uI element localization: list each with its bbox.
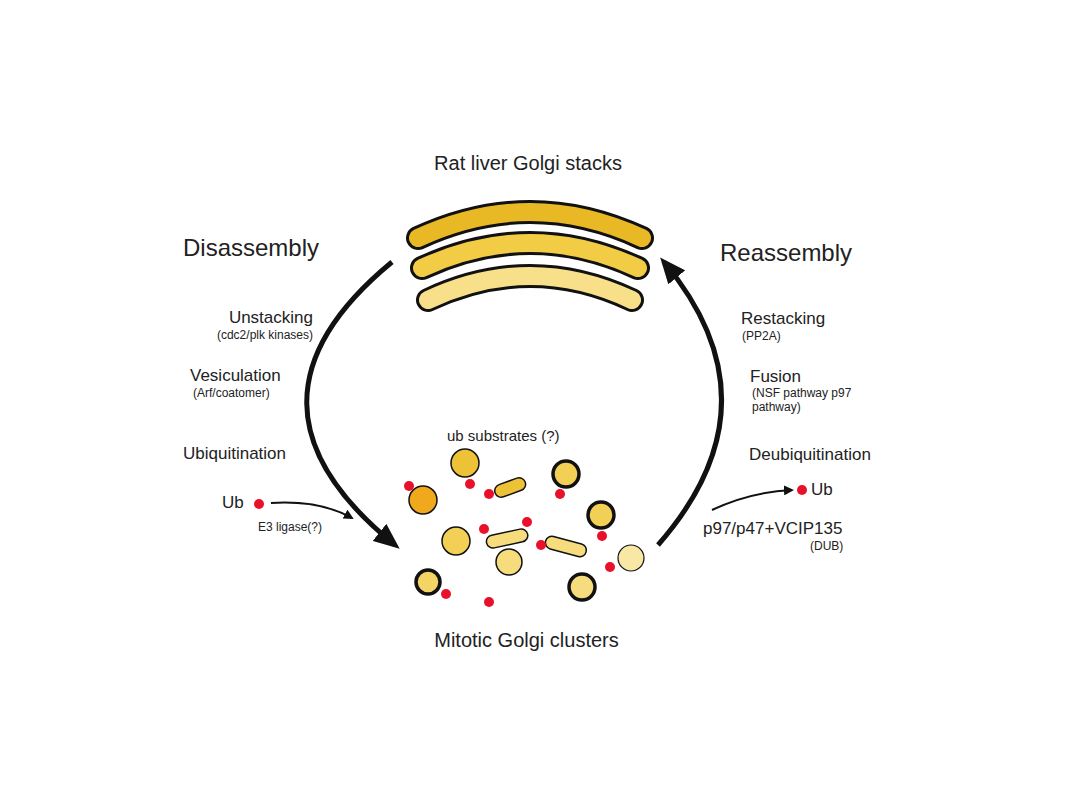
phase-heading: Disassembly [183,234,319,262]
step-label: Ub [811,480,833,500]
ubiquitin-dots [254,479,807,607]
phase-heading: Reassembly [720,239,852,267]
vesicles [409,449,644,600]
step-label: Fusion [750,367,801,387]
enzyme-note: (DUB) [810,540,843,554]
ub-transfer-arrow [271,503,352,518]
step-label: p97/p47+VCIP135 [703,519,842,539]
enzyme-note: (Arf/coatomer) [193,387,270,401]
state-title: Mitotic Golgi clusters [434,629,619,652]
deub-release-arrow [712,490,792,510]
cycle-arrow [307,262,395,545]
enzyme-note: E3 ligase(?) [258,521,322,535]
enzyme-note: (PP2A) [742,330,781,344]
golgi-stack [418,212,642,300]
step-label: Deubiquitination [749,445,871,465]
step-label: Ubiquitination [183,444,286,464]
step-label: ub substrates (?) [447,427,560,444]
step-label: Ub [222,493,244,513]
golgi-state: Mitotic Golgi clusters [395,470,658,652]
enzyme-note: (NSF pathway p97 pathway) [752,387,860,415]
step-label: Unstacking [229,308,313,328]
cycle-arrow [658,262,722,545]
enzyme-note: (cdc2/plk kinases) [217,329,313,343]
step-label: Restacking [741,309,825,329]
step-label: Vesiculation [190,366,281,386]
state-title: Rat liver Golgi stacks [434,152,622,175]
golgi-state: Rat liver Golgi stacks [392,152,664,322]
